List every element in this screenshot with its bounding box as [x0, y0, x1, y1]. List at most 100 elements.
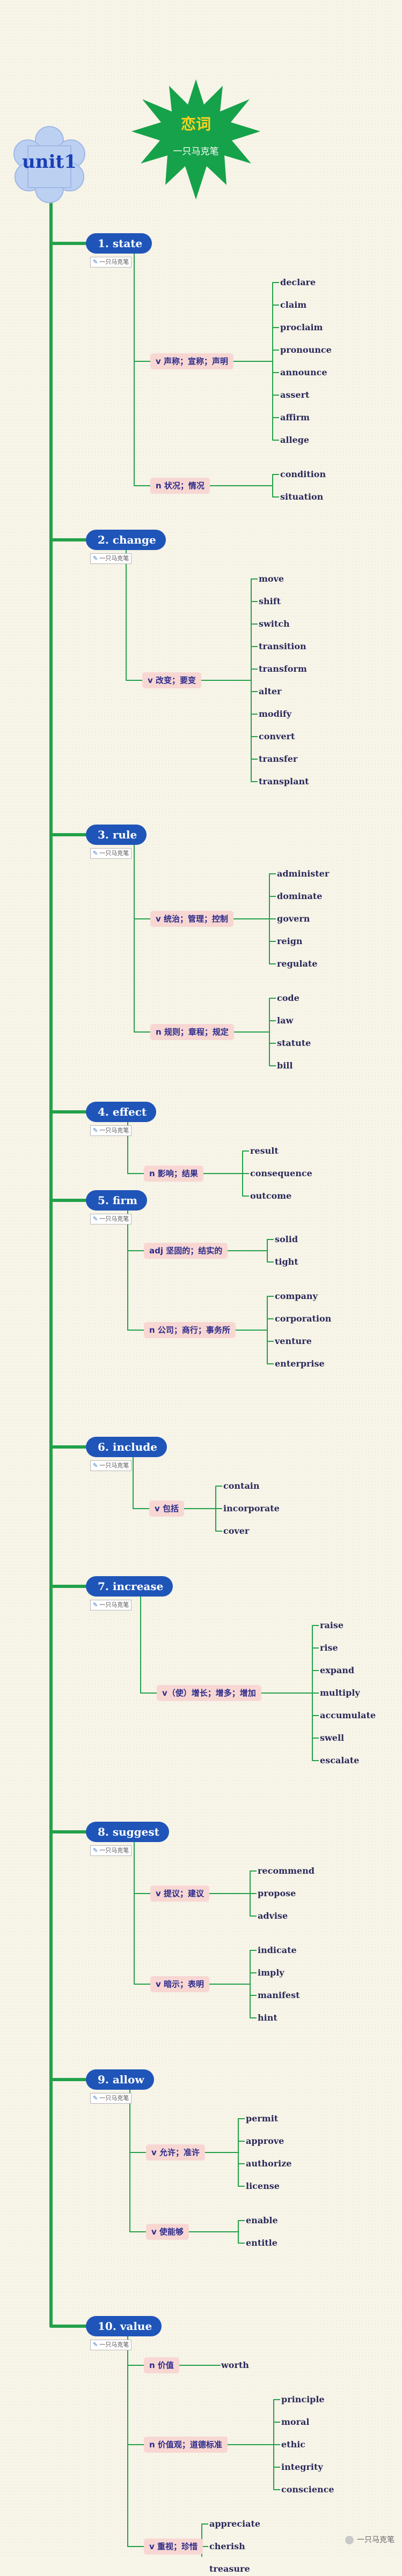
- topic-node[interactable]: 2. change: [86, 530, 166, 550]
- word-leaf[interactable]: situation: [280, 492, 324, 502]
- word-leaf[interactable]: law: [277, 1015, 294, 1026]
- word-leaf[interactable]: shift: [259, 596, 281, 606]
- word-leaf[interactable]: accumulate: [320, 1710, 376, 1720]
- word-leaf[interactable]: appreciate: [209, 2519, 261, 2529]
- topic-node[interactable]: 7. increase: [86, 1576, 173, 1597]
- sense-node[interactable]: v 允许；准许: [146, 2144, 206, 2161]
- word-leaf[interactable]: entitle: [246, 2238, 277, 2248]
- word-leaf[interactable]: approve: [246, 2136, 284, 2146]
- word-leaf[interactable]: worth: [221, 2360, 249, 2370]
- word-leaf[interactable]: proclaim: [280, 322, 323, 332]
- word-leaf[interactable]: swell: [320, 1733, 345, 1743]
- sense-node[interactable]: v 提议；建议: [150, 1885, 210, 1902]
- word-leaf[interactable]: switch: [259, 619, 290, 629]
- topic-node[interactable]: 8. suggest: [86, 1822, 169, 1842]
- topic-tag: ✎一只马克笔: [90, 553, 132, 564]
- sense-node[interactable]: n 价值: [144, 2357, 179, 2373]
- sense-node[interactable]: v 暗示；表明: [150, 1976, 210, 1992]
- word-leaf[interactable]: hint: [258, 2013, 277, 2023]
- topic-node[interactable]: 4. effect: [86, 1102, 157, 1122]
- sense-node[interactable]: v 改变；要变: [142, 672, 202, 688]
- word-leaf[interactable]: affirm: [280, 412, 310, 422]
- word-leaf[interactable]: move: [259, 574, 284, 584]
- word-leaf[interactable]: company: [275, 1291, 318, 1301]
- word-leaf[interactable]: multiply: [320, 1688, 360, 1698]
- word-leaf[interactable]: transform: [259, 664, 307, 674]
- sense-node[interactable]: n 规则；章程；规定: [150, 1024, 234, 1040]
- sense-node[interactable]: v 统治；管理；控制: [150, 911, 234, 927]
- word-leaf[interactable]: transfer: [259, 754, 298, 764]
- word-leaf[interactable]: statute: [277, 1038, 311, 1048]
- word-leaf[interactable]: indicate: [258, 1945, 297, 1955]
- sense-node[interactable]: v 重视；珍惜: [144, 2538, 203, 2555]
- word-leaf[interactable]: authorize: [246, 2158, 292, 2169]
- word-leaf[interactable]: expand: [320, 1665, 355, 1675]
- word-leaf[interactable]: dominate: [277, 891, 323, 901]
- topic-node[interactable]: 5. firm: [86, 1190, 148, 1211]
- word-leaf[interactable]: regulate: [277, 959, 318, 969]
- topic-node[interactable]: 9. allow: [86, 2069, 154, 2090]
- word-leaf[interactable]: venture: [275, 1336, 312, 1346]
- word-leaf[interactable]: condition: [280, 469, 326, 479]
- word-leaf[interactable]: declare: [280, 277, 316, 287]
- word-leaf[interactable]: convert: [259, 731, 295, 741]
- sense-node[interactable]: n 公司；商行；事务所: [144, 1322, 236, 1338]
- word-leaf[interactable]: modify: [259, 709, 292, 719]
- sense-node[interactable]: n 价值观；道德标准: [144, 2437, 228, 2453]
- sense-node[interactable]: adj 坚固的；结实的: [144, 1243, 228, 1259]
- word-leaf[interactable]: code: [277, 993, 299, 1003]
- word-leaf[interactable]: reign: [277, 936, 303, 946]
- word-leaf[interactable]: claim: [280, 300, 307, 310]
- word-leaf[interactable]: consequence: [250, 1168, 312, 1178]
- word-leaf[interactable]: ethic: [281, 2439, 306, 2449]
- sense-node[interactable]: v 包括: [149, 1501, 185, 1517]
- word-leaf[interactable]: license: [246, 2181, 280, 2191]
- sense-node[interactable]: v（使）增长；增多；增加: [157, 1685, 261, 1701]
- word-leaf[interactable]: tight: [275, 1257, 298, 1267]
- topic-node[interactable]: 3. rule: [86, 825, 147, 845]
- word-leaf[interactable]: pronounce: [280, 345, 332, 355]
- word-leaf[interactable]: cherish: [209, 2541, 245, 2551]
- word-leaf[interactable]: treasure: [209, 2564, 250, 2574]
- word-leaf[interactable]: manifest: [258, 1990, 300, 2000]
- word-leaf[interactable]: solid: [275, 1234, 298, 1244]
- topic-tag: ✎一只马克笔: [90, 1125, 132, 1136]
- word-leaf[interactable]: transition: [259, 641, 306, 651]
- word-leaf[interactable]: outcome: [250, 1191, 292, 1201]
- word-leaf[interactable]: enterprise: [275, 1358, 325, 1369]
- topic-node[interactable]: 6. include: [86, 1437, 167, 1457]
- word-leaf[interactable]: corporation: [275, 1313, 332, 1324]
- sense-node[interactable]: n 状况；情况: [150, 478, 210, 494]
- word-leaf[interactable]: moral: [281, 2417, 310, 2427]
- word-leaf[interactable]: bill: [277, 1060, 293, 1071]
- topic-node[interactable]: 10. value: [86, 2316, 162, 2336]
- word-leaf[interactable]: propose: [258, 1888, 296, 1898]
- word-leaf[interactable]: recommend: [258, 1866, 315, 1876]
- word-leaf[interactable]: permit: [246, 2113, 279, 2124]
- word-leaf[interactable]: cover: [223, 1526, 250, 1536]
- word-leaf[interactable]: raise: [320, 1620, 344, 1630]
- word-leaf[interactable]: enable: [246, 2215, 278, 2225]
- word-leaf[interactable]: assert: [280, 390, 310, 400]
- word-leaf[interactable]: announce: [280, 367, 327, 377]
- root-node[interactable]: unit1: [12, 124, 87, 205]
- sense-node[interactable]: v 声称；宣称；声明: [150, 353, 234, 369]
- word-leaf[interactable]: imply: [258, 1968, 284, 1978]
- word-leaf[interactable]: conscience: [281, 2484, 334, 2495]
- word-leaf[interactable]: escalate: [320, 1755, 360, 1765]
- word-leaf[interactable]: principle: [281, 2394, 325, 2404]
- word-leaf[interactable]: advise: [258, 1911, 288, 1921]
- word-leaf[interactable]: integrity: [281, 2462, 323, 2472]
- word-leaf[interactable]: result: [250, 1146, 279, 1156]
- sense-node[interactable]: v 使能够: [146, 2224, 189, 2240]
- word-leaf[interactable]: incorporate: [223, 1503, 280, 1513]
- topic-node[interactable]: 1. state: [86, 233, 152, 254]
- sense-node[interactable]: n 影响；结果: [144, 1165, 203, 1182]
- word-leaf[interactable]: allege: [280, 435, 310, 445]
- word-leaf[interactable]: administer: [277, 868, 330, 879]
- word-leaf[interactable]: alter: [259, 686, 282, 696]
- word-leaf[interactable]: rise: [320, 1643, 338, 1653]
- word-leaf[interactable]: contain: [223, 1481, 260, 1491]
- word-leaf[interactable]: transplant: [259, 776, 309, 786]
- word-leaf[interactable]: govern: [277, 914, 310, 924]
